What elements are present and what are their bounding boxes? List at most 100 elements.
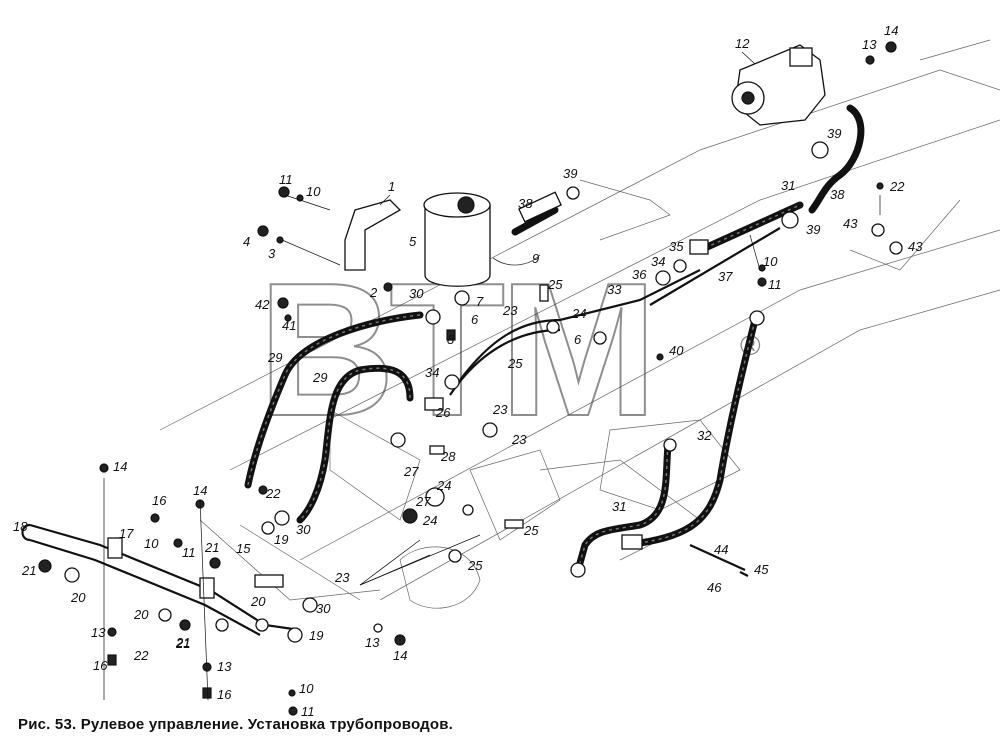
callout-14: 14	[884, 23, 898, 38]
callout-31: 31	[781, 178, 795, 193]
callout-23-lower: 23	[511, 432, 527, 447]
callout-19-upper: 19	[274, 532, 288, 547]
callout-14-right: 14	[393, 648, 407, 663]
callout-12: 12	[735, 36, 750, 51]
callout-40: 40	[669, 343, 684, 358]
callout-17: 17	[119, 526, 134, 541]
callout-20-left: 20	[70, 590, 86, 605]
callout-41: 41	[282, 318, 296, 333]
callout-20-middle: 20	[250, 594, 266, 609]
callout-22-left: 22	[265, 486, 281, 501]
callout-31-lower: 31	[612, 499, 626, 514]
callout-20-lower: 20	[133, 607, 149, 622]
callout-25: 25	[547, 277, 563, 292]
callout-39-upper: 39	[827, 126, 841, 141]
hose-38	[511, 206, 559, 236]
callout-29-upper: 29	[267, 350, 282, 365]
callout-10-left: 10	[144, 536, 159, 551]
callout-23-middle: 23	[492, 402, 508, 417]
leader-lines	[103, 51, 881, 701]
callout-6-right: 6	[574, 332, 582, 347]
callout-32: 32	[697, 428, 712, 443]
callout-38-right: 38	[830, 187, 845, 202]
callout-21-far-left: 21	[21, 563, 36, 578]
callout-3: 3	[268, 246, 276, 261]
callout-16: 16	[152, 493, 167, 508]
callout-21-mid-lower: 21	[175, 635, 190, 650]
callout-27-lower: 27	[415, 494, 431, 509]
callout-8: 8	[447, 332, 455, 347]
watermark: BTM ®	[257, 243, 761, 457]
callout-36: 36	[632, 267, 647, 282]
callout-42: 42	[255, 297, 270, 312]
callout-23-bottom: 23	[334, 570, 350, 585]
callout-6: 6	[471, 312, 479, 327]
reservoir-tank-5	[344, 192, 491, 287]
callout-27-upper: 27	[403, 464, 419, 479]
figure-caption: Рис. 53. Рулевое управление. Установка т…	[18, 716, 454, 733]
callout-29-lower: 29	[312, 370, 327, 385]
callout-11-right: 11	[768, 277, 782, 292]
callout-15: 15	[236, 541, 251, 556]
callout-10: 10	[306, 184, 321, 199]
callout-24-upper: 24	[436, 478, 451, 493]
callout-4: 4	[243, 234, 250, 249]
callout-16-left: 16	[93, 658, 108, 673]
callout-9: 9	[532, 251, 539, 266]
callout-10-right: 10	[763, 254, 778, 269]
callout-26: 26	[435, 405, 451, 420]
callout-35: 35	[669, 239, 684, 254]
callout-38: 38	[518, 196, 533, 211]
callout-11-bottom: 11	[301, 704, 315, 719]
callout-25-bottom: 25	[467, 558, 483, 573]
callout-44: 44	[714, 542, 728, 557]
callout-7: 7	[476, 294, 484, 309]
callout-34: 34	[651, 254, 665, 269]
callout-11-left: 11	[182, 545, 196, 560]
callout-43-right: 43	[908, 239, 923, 254]
callout-30-left: 30	[296, 522, 311, 537]
callout-22: 22	[889, 179, 905, 194]
callout-30-lower: 30	[316, 601, 331, 616]
callout-39-lower: 39	[806, 222, 820, 237]
callout-33: 33	[607, 282, 622, 297]
callout-34-left: 34	[425, 365, 439, 380]
callout-5: 5	[409, 234, 417, 249]
callout-labels: 12 13 14 1 11 10 39 38 5 4 3 9 2 30 7 42…	[13, 23, 923, 719]
callout-22-lower: 22	[133, 648, 149, 663]
callout-13-middle: 13	[217, 659, 232, 674]
pump-12	[731, 41, 897, 126]
callout-25-right: 25	[523, 523, 539, 538]
callout-13-right: 13	[365, 635, 380, 650]
callout-14-left: 14	[113, 459, 127, 474]
callout-11: 11	[279, 172, 293, 187]
hoses	[244, 104, 865, 574]
callout-10-bottom: 10	[299, 681, 314, 696]
callout-14-middle: 14	[193, 483, 207, 498]
callout-24: 24	[571, 306, 586, 321]
callout-28: 28	[440, 449, 456, 464]
fittings	[38, 141, 903, 716]
callout-1: 1	[388, 179, 395, 194]
callout-16-middle: 16	[217, 687, 232, 702]
callout-21-left: 21	[204, 540, 219, 555]
callout-13-left: 13	[91, 625, 106, 640]
hose-39	[808, 104, 865, 214]
callout-46: 46	[707, 580, 722, 595]
callout-23: 23	[502, 303, 518, 318]
callout-2: 2	[369, 285, 378, 300]
callout-39: 39	[563, 166, 577, 181]
callout-19-lower: 19	[309, 628, 323, 643]
callout-24-lower: 24	[422, 513, 437, 528]
callout-45: 45	[754, 562, 769, 577]
callout-25-middle: 25	[507, 356, 523, 371]
callout-30: 30	[409, 286, 424, 301]
callout-37: 37	[718, 269, 733, 284]
callout-18: 18	[13, 519, 28, 534]
callout-43-left: 43	[843, 216, 858, 231]
callout-13: 13	[862, 37, 877, 52]
callout-21-lower: 21	[175, 636, 190, 651]
pipes	[21, 227, 781, 636]
